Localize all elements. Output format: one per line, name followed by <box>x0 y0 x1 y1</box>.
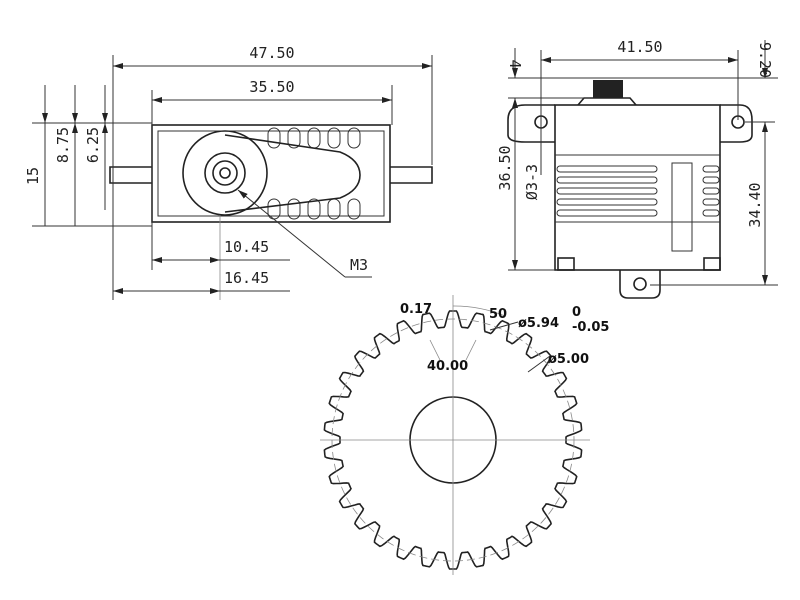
screw-label: M3 <box>350 256 368 274</box>
dim-body-width: 35.50 <box>249 78 294 96</box>
gear-angle-label: 50 <box>489 307 507 322</box>
dim-height-total: 15 <box>24 167 42 185</box>
bottom-mount-tab <box>619 270 661 299</box>
vent-slots-top <box>267 127 361 149</box>
dim-mount-hole-spacing: 41.50 <box>617 38 662 56</box>
servo-body-inner-outline <box>157 130 385 217</box>
foot-right <box>703 257 721 271</box>
servo-body-outline <box>151 124 391 223</box>
gear-detail: 0.17 50 40.00 ø5.94 0 -0.05 ø5.00 <box>320 295 609 575</box>
output-shaft-circle <box>212 160 238 186</box>
gear-tooth-angle-label: 40.00 <box>427 359 468 374</box>
dim-height-b: 6.25 <box>84 127 102 163</box>
dim-top-offset: 9.20 <box>756 42 774 78</box>
screw-hole-circle <box>219 167 231 179</box>
dim-shaft-offset-b: 16.45 <box>224 269 269 287</box>
mounting-tabs <box>109 166 433 184</box>
output-spline <box>593 80 623 98</box>
gear-tolerance-lower: -0.05 <box>572 320 609 335</box>
dim-total-height: 36.50 <box>496 145 514 190</box>
output-spline-ring <box>204 152 246 194</box>
gear-pitch-diameter-label: ø5.00 <box>548 352 589 367</box>
servo-horn-arm <box>224 134 361 213</box>
dim-body-height: 34.40 <box>746 182 764 227</box>
mounting-flange <box>507 104 753 143</box>
foot-left <box>557 257 575 271</box>
side-view: 41.50 4 36.50 Ø3-3 9.20 34.40 <box>496 38 778 299</box>
gear-tolerance-upper: 0 <box>572 305 581 320</box>
side-vent-slots <box>556 165 720 217</box>
top-cover-step <box>577 97 637 106</box>
hole-label: Ø3-3 <box>523 164 541 200</box>
dim-height-a: 8.75 <box>54 127 72 163</box>
bottom-mount-hole <box>633 277 647 291</box>
side-body-outline <box>554 104 721 271</box>
label-window <box>671 162 693 252</box>
dim-shaft-offset-a: 10.45 <box>224 238 269 256</box>
gear-backlash-label: 0.17 <box>400 302 432 317</box>
dim-overall-width: 47.50 <box>249 44 294 62</box>
output-hub-circle <box>182 130 268 216</box>
gear-outer-diameter-label: ø5.94 <box>518 316 559 331</box>
front-view: 47.50 35.50 15 8.75 6.25 10.45 16.45 M3 <box>24 44 433 300</box>
dim-shaft-height: 4 <box>506 59 524 68</box>
